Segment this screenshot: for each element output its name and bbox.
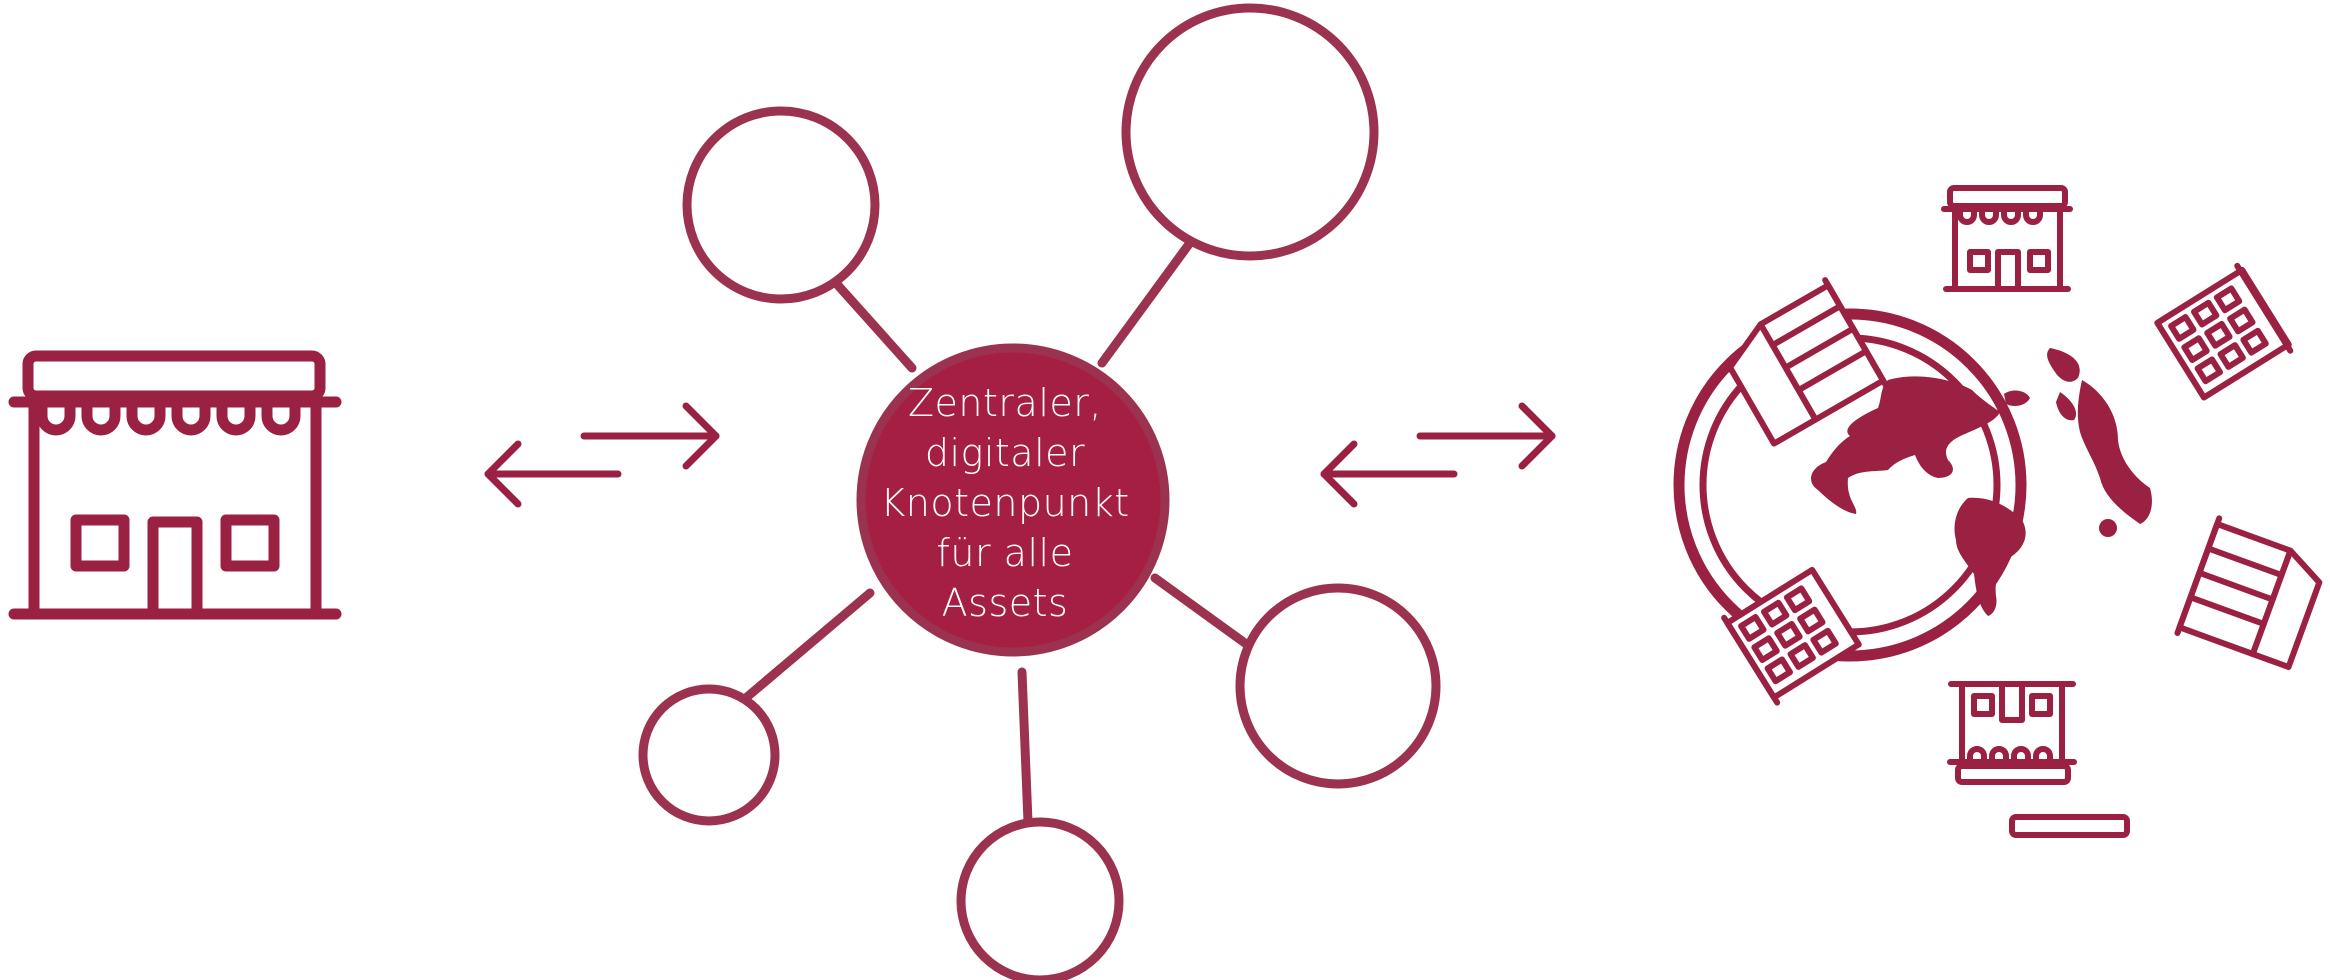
store-icon [1941,185,2073,292]
central-hub-node [856,343,1170,657]
central-hub-label: Zentraler, digitaler Knotenpunkt für all… [855,378,1155,628]
store-icon [1947,681,2077,785]
globe-with-stores-icon [1673,185,2323,838]
satellite-node [682,106,880,304]
satellite-node [638,684,780,826]
office-building-icon [2154,262,2294,401]
storefront-icon [8,350,342,620]
satellite-node [956,817,1124,980]
continents [1811,348,2152,616]
connector-line [742,588,875,702]
bidirectional-arrow-icon [1320,402,1556,508]
connector-line [1097,235,1197,368]
hub-label-line: digitaler [924,431,1086,475]
connector-line [1017,667,1033,827]
hub-label-line: Assets [941,581,1069,625]
globe-ring [1673,308,2027,662]
connector-line [830,277,917,373]
hub-label-line: Zentraler, [908,381,1102,425]
satellite-node [1121,3,1379,261]
bidirectional-arrow-icon [484,402,720,508]
store-icon [2009,814,2130,838]
columned-building-icon [1727,277,1890,447]
office-building-icon [1721,566,1862,706]
satellite-node [1235,583,1441,789]
hub-label-line: Knotenpunkt [880,481,1130,525]
hub-label-line: für alle [936,531,1074,575]
columned-building-icon [2174,515,2323,671]
network-diagram [638,3,1441,980]
connector-line [1150,573,1254,651]
